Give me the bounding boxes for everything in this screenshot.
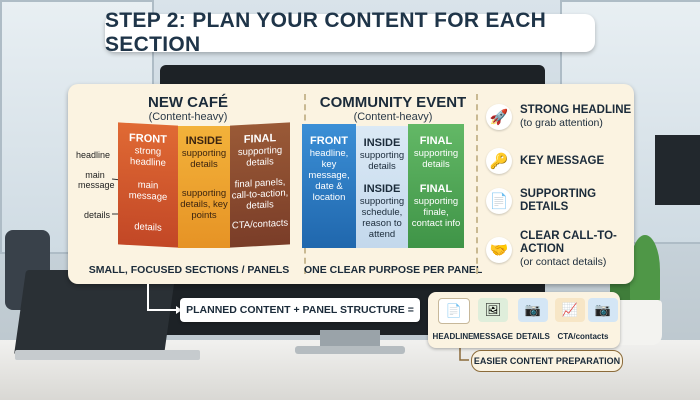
result-label: HEADLINE: [432, 332, 474, 341]
section-divider: [476, 94, 478, 274]
key-icon: 🔑: [486, 148, 512, 174]
plant-pot: [612, 300, 662, 345]
cafe-subtitle: (Content-heavy): [148, 111, 228, 123]
handshake-icon: 🤝: [486, 236, 512, 263]
event-front-heading: FRONT: [310, 135, 348, 147]
event-final-line: supporting finale, contact info: [411, 196, 461, 229]
event-final-heading: FINAL: [419, 135, 453, 147]
cafe-label-headline: headline: [76, 150, 111, 160]
cafe-inside-heading: INSIDE: [185, 135, 223, 147]
event-final-line: supporting details: [413, 148, 459, 170]
feature-headline: 🚀 STRONG HEADLINE(to grab attention): [486, 104, 631, 130]
feature-key-message: 🔑 KEY MESSAGE: [486, 148, 604, 174]
document-icon: 📄: [486, 188, 512, 214]
event-inside-line: supporting details: [359, 150, 405, 172]
event-footer: ONE CLEAR PURPOSE PER PANEL: [304, 264, 483, 276]
event-front-line: headline, key message, date & location: [308, 148, 350, 203]
event-inside-heading: INSIDE: [363, 183, 401, 195]
monitor-stand: [320, 330, 380, 350]
event-final-heading: FINAL: [419, 183, 453, 195]
camera-icon: 📷: [518, 298, 548, 322]
event-title: COMMUNITY EVENT: [319, 94, 467, 111]
laptop-base: [15, 350, 200, 360]
cafe-inside-line: supporting details: [181, 148, 227, 170]
cafe-label-message: main message: [78, 170, 115, 190]
easier-preparation-badge: EASIER CONTENT PREPARATION: [471, 350, 623, 372]
chart-icon: 📈: [555, 298, 585, 322]
result-box: 📄 🖼 📷 📈 📷 HEADLINE MESSAGE DETAILS CTA/c…: [428, 292, 620, 348]
page-title: STEP 2: PLAN YOUR CONTENT FOR EACH SECTI…: [105, 9, 595, 56]
feature-note: (to grab attention): [520, 117, 603, 129]
monitor-base: [295, 346, 405, 354]
result-label: CTA/contacts: [557, 332, 609, 341]
equation-bar: PLANNED CONTENT + PANEL STRUCTURE =: [180, 298, 420, 322]
rocket-icon: 🚀: [486, 104, 512, 130]
headline-doc-icon: 📄: [438, 298, 470, 324]
cafe-inside-line: supporting details, key points: [180, 188, 228, 221]
event-inside-heading: INSIDE: [363, 137, 401, 149]
feature-title: SUPPORTING DETAILS: [520, 188, 597, 213]
feature-title: STRONG HEADLINE: [520, 104, 632, 116]
result-label: MESSAGE: [473, 332, 514, 341]
cafe-label-details: details: [84, 210, 111, 220]
feature-call-to-action: 🤝 CLEAR CALL-TO-ACTION(or contact detail…: [486, 230, 640, 269]
event-inside-line: supporting schedule, reason to attend: [359, 196, 405, 240]
event-panel-front: FRONT headline, key message, date & loca…: [302, 124, 356, 248]
feature-title: KEY MESSAGE: [520, 154, 605, 167]
event-panel-inside: INSIDE supporting details INSIDE support…: [356, 126, 408, 248]
feature-note: (or contact details): [520, 256, 607, 268]
cafe-title: NEW CAFÉ: [148, 94, 228, 111]
feature-title: CLEAR CALL-TO-ACTION: [520, 230, 617, 255]
camera-icon: 📷: [588, 298, 618, 322]
feature-supporting-details: 📄 SUPPORTING DETAILS: [486, 188, 620, 214]
event-panel-final: FINAL supporting details FINAL supportin…: [408, 124, 464, 248]
planning-panel: NEW CAFÉ (Content-heavy) headline main m…: [68, 84, 634, 284]
event-subtitle: (Content-heavy): [353, 111, 433, 123]
result-label: DETAILS: [516, 332, 550, 341]
cafe-footer: SMALL, FOCUSED SECTIONS / PANELS: [88, 264, 290, 276]
cafe-panel-inside: INSIDE supporting details supporting det…: [178, 126, 230, 248]
background-monitor: [655, 135, 700, 205]
plant-leaves: [630, 235, 660, 305]
image-icon: 🖼: [478, 298, 508, 322]
